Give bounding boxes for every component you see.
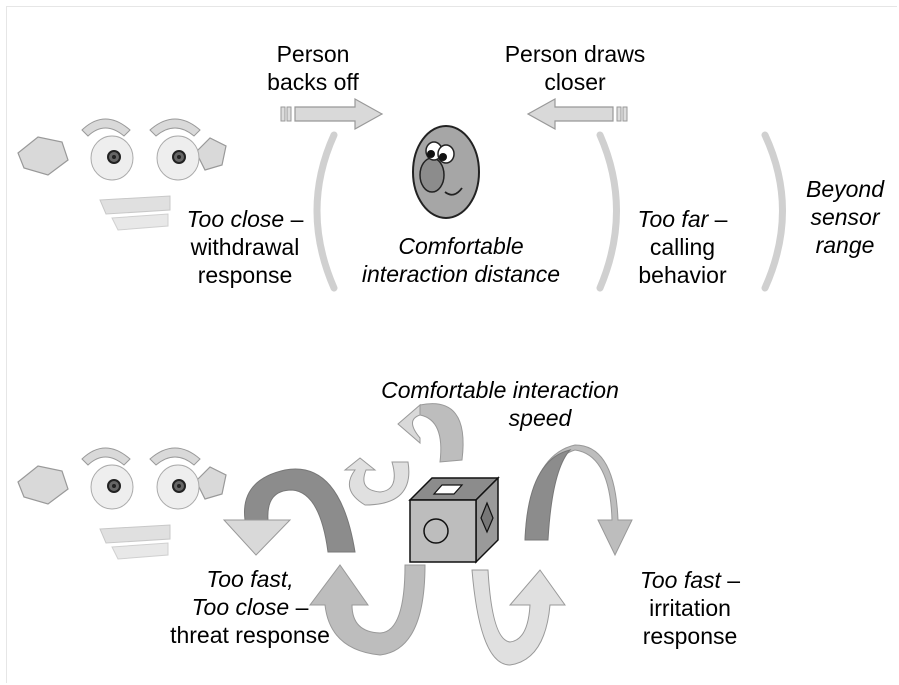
curved-arrow-small-icon [343,403,464,506]
robot-face-top [17,118,227,231]
threat-response-label: Too fast, Too close – threat response [170,566,330,648]
arrow-left-icon [526,97,628,131]
figure-frame [6,6,897,683]
cube-icon [408,476,500,564]
zone-divider-3 [761,131,786,292]
robot-lip-top-icon [99,195,171,215]
robot-ear-left-icon [17,136,69,176]
robot-ear-right-icon [195,137,227,171]
arrow-right-icon [280,97,384,131]
robot-eyebrow-right-icon [149,118,201,137]
robot-lip-bottom-icon [111,213,169,231]
robot-face-bottom [17,447,227,560]
curved-arrow-irritation-icon [471,444,633,666]
robot-eyebrow-left-icon [81,118,131,137]
person-face-icon [412,125,480,219]
curved-arrow-threat-icon [222,468,426,656]
zone-divider-2 [596,131,620,292]
zone-divider-1 [313,131,338,292]
